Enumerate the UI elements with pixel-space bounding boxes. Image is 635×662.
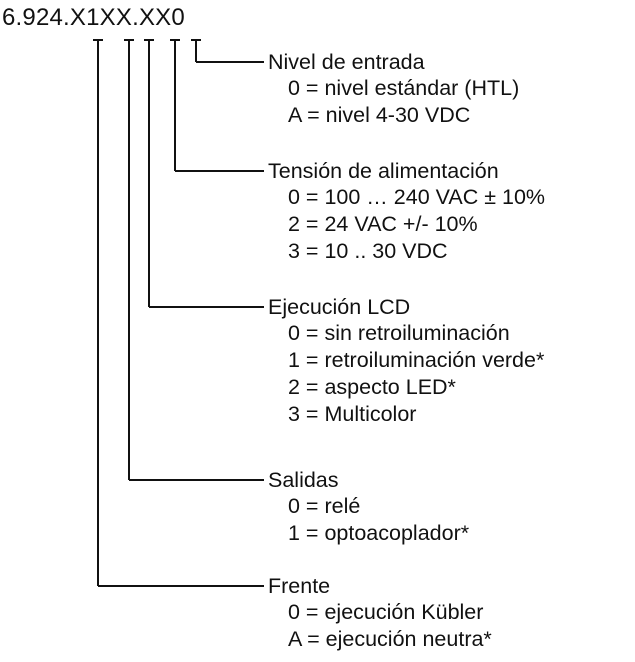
option: 3 = Multicolor: [288, 402, 417, 426]
option: 0 = nivel estándar (HTL): [288, 76, 520, 100]
option: 0 = 100 … 240 VAC ± 10%: [288, 185, 546, 209]
connector-salidas: [124, 39, 264, 481]
group-title: Salidas: [268, 468, 339, 492]
connector-nivel-de-entrada: [191, 39, 264, 63]
connector-ejecucion-lcd: [144, 39, 264, 308]
option: 1 = retroiluminación verde*: [288, 348, 545, 372]
group-ejecucion-lcd: Ejecución LCD 0 = sin retroiluminación 1…: [268, 294, 544, 428]
group-title: Ejecución LCD: [268, 295, 411, 319]
option: 0 = sin retroiluminación: [288, 321, 510, 345]
option: 3 = 10 .. 30 VDC: [288, 239, 448, 263]
group-salidas: Salidas 0 = relé 1 = optoacoplador*: [268, 467, 469, 547]
group-title: Tensión de alimentación: [268, 159, 499, 183]
option: 2 = 24 VAC +/- 10%: [288, 212, 478, 236]
type-code: 6.924.X1XX.XX0: [2, 4, 185, 31]
option: 1 = optoacoplador*: [288, 521, 470, 545]
option: 2 = aspecto LED*: [288, 375, 456, 399]
option: A = ejecución neutra*: [288, 627, 492, 651]
group-title: Frente: [268, 574, 331, 598]
group-title: Nivel de entrada: [268, 50, 425, 74]
group-tension-de-alimentacion: Tensión de alimentación 0 = 100 … 240 VA…: [268, 158, 545, 265]
group-nivel-de-entrada: Nivel de entrada 0 = nivel estándar (HTL…: [268, 49, 519, 129]
option: 0 = relé: [288, 494, 361, 518]
group-frente: Frente 0 = ejecución Kübler A = ejecució…: [268, 573, 492, 653]
connector-tension-de-alimentacion: [170, 39, 264, 172]
option: A = nivel 4-30 VDC: [288, 103, 471, 127]
connector-frente: [93, 39, 264, 587]
option: 0 = ejecución Kübler: [288, 600, 484, 624]
